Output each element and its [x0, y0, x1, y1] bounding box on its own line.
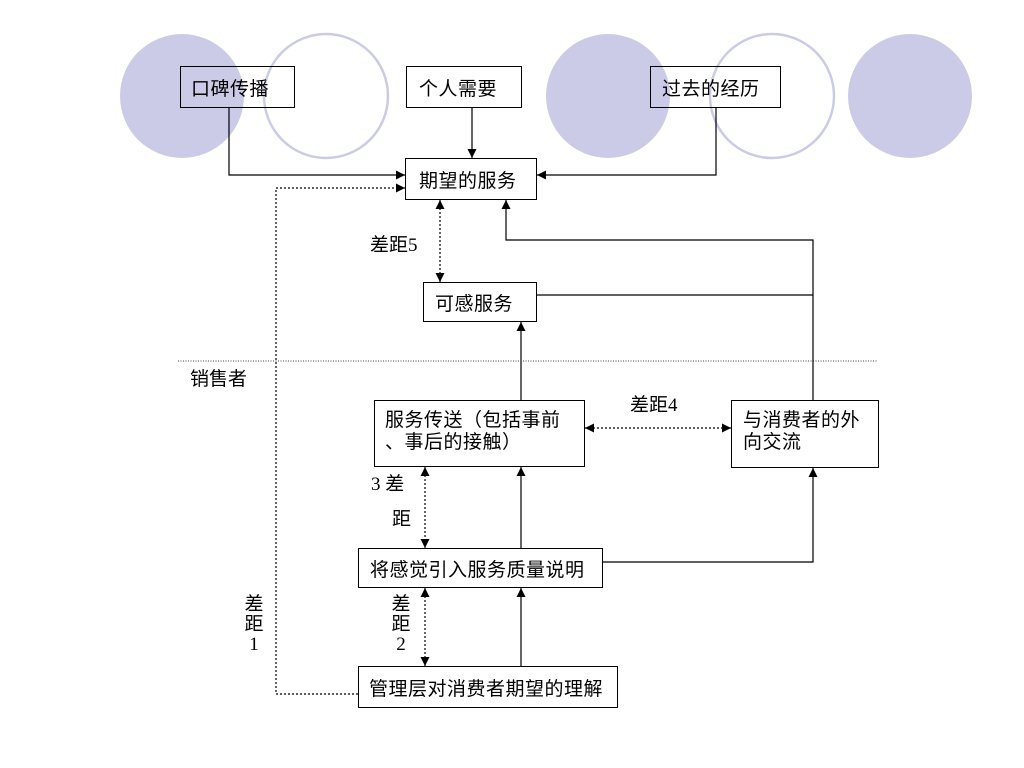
connector-external-to-expected — [501, 200, 814, 400]
marketer-label: 销售者 — [190, 369, 248, 390]
personal-needs-label: 个人需要 — [419, 78, 498, 100]
gap-2-label-line-2: 距 — [391, 614, 411, 635]
external-communications-label-line-1: 与消费者的外 — [743, 410, 861, 431]
gap-2-label-line-1: 差 — [391, 594, 411, 615]
decorative-circle-2 — [262, 32, 390, 160]
decorative-circle-4 — [708, 32, 836, 160]
gap-1-label-line-1: 差 — [244, 594, 264, 615]
perceived-service-label: 可感服务 — [435, 293, 514, 315]
management-perceptions-label: 管理层对消费者期望的理解 — [369, 678, 604, 700]
service-delivery-box: 服务传送（包括事前 、事后的接触） — [374, 400, 585, 467]
gap-2-label-line-3: 2 — [396, 634, 406, 655]
connector-gap-1 — [275, 183, 405, 695]
gap-2-label: 差 距 2 — [390, 595, 412, 655]
service-quality-specs-box: 将感觉引入服务质量说明 — [358, 548, 603, 588]
connector-specs-to-external — [603, 468, 818, 563]
service-quality-specs-label: 将感觉引入服务质量说明 — [370, 559, 585, 581]
past-experience-box: 过去的经历 — [650, 66, 781, 108]
gap-4-label: 差距4 — [630, 395, 678, 416]
gap-1-label-line-2: 距 — [244, 614, 264, 635]
expected-service-label: 期望的服务 — [419, 170, 517, 192]
word-of-mouth-box: 口碑传播 — [180, 66, 295, 108]
past-experience-label: 过去的经历 — [662, 78, 760, 100]
gap-3-label-line-2: 距 — [392, 509, 412, 530]
connector-past-to-expected — [537, 108, 717, 180]
gap-1-label-line-3: 1 — [249, 634, 259, 655]
service-delivery-label-line-2: 、事后的接触） — [385, 432, 522, 453]
external-communications-box: 与消费者的外 向交流 — [731, 400, 879, 468]
decorative-circle-3 — [546, 34, 670, 158]
gap-3-label-line-1: 3 差 — [371, 474, 405, 495]
external-communications-label-line-2: 向交流 — [743, 432, 802, 453]
gap-5-label: 差距5 — [370, 235, 418, 256]
gap-1-label: 差 距 1 — [243, 595, 265, 655]
decorative-circle-5 — [848, 34, 972, 158]
perceived-service-box: 可感服务 — [423, 282, 537, 322]
connector-word-of-mouth-to-expected — [228, 108, 405, 180]
management-perceptions-box: 管理层对消费者期望的理解 — [358, 666, 618, 708]
expected-service-box: 期望的服务 — [405, 158, 537, 200]
service-delivery-label-line-1: 服务传送（包括事前 — [385, 410, 561, 431]
word-of-mouth-label: 口碑传播 — [191, 78, 270, 100]
decorative-circle-1 — [120, 34, 244, 158]
personal-needs-box: 个人需要 — [406, 66, 522, 108]
